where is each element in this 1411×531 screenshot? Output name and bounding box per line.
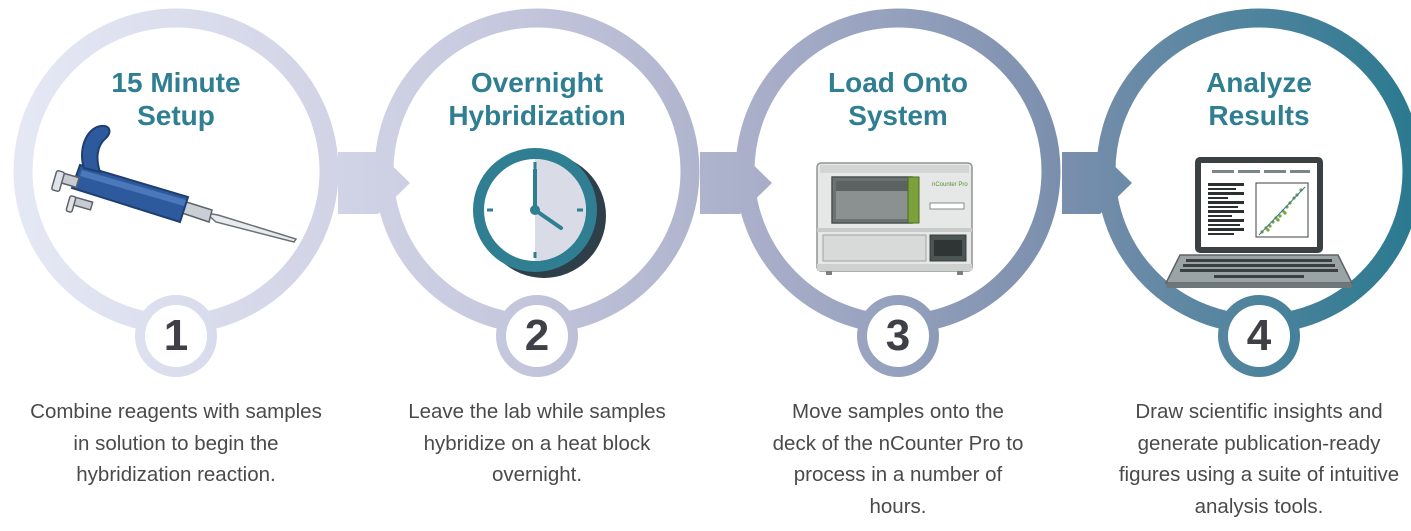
step-3-description: Move samples onto the deck of the nCount…	[772, 400, 1024, 518]
step-1-ring	[13, 8, 339, 334]
step-3-badge	[857, 295, 939, 377]
pipette-icon	[51, 124, 298, 243]
step-2-number: 2	[524, 311, 550, 360]
laptop-icon	[1164, 157, 1354, 288]
step-1-description: Combine reagents with samples in solutio…	[30, 400, 322, 486]
step-4-badge	[1218, 295, 1300, 377]
step-2-title: Overnight Hybridization	[448, 67, 626, 131]
clock-icon	[473, 148, 606, 278]
step-4-number: 4	[1246, 311, 1272, 360]
device-brand-label: nCounter Pro	[932, 182, 968, 188]
step-3-number: 3	[885, 311, 911, 360]
step-2-description: Leave the lab while samples hybridize on…	[408, 400, 666, 486]
step-1-number: 1	[163, 311, 189, 360]
connector-arrows	[338, 152, 1132, 214]
number-badges	[135, 295, 1300, 377]
ncounter-instrument-icon: nCounter Pro	[816, 162, 973, 275]
step-1-badge	[135, 295, 217, 377]
step-4-description: Draw scientific insights and generate pu…	[1118, 400, 1400, 518]
step-2-badge	[496, 295, 578, 377]
step-3-title: Load Onto System	[828, 67, 968, 131]
arrow-1-2	[338, 152, 410, 214]
step-1-title: 15 Minute Setup	[111, 67, 241, 131]
step-4-title: Analyze Results	[1206, 67, 1312, 131]
